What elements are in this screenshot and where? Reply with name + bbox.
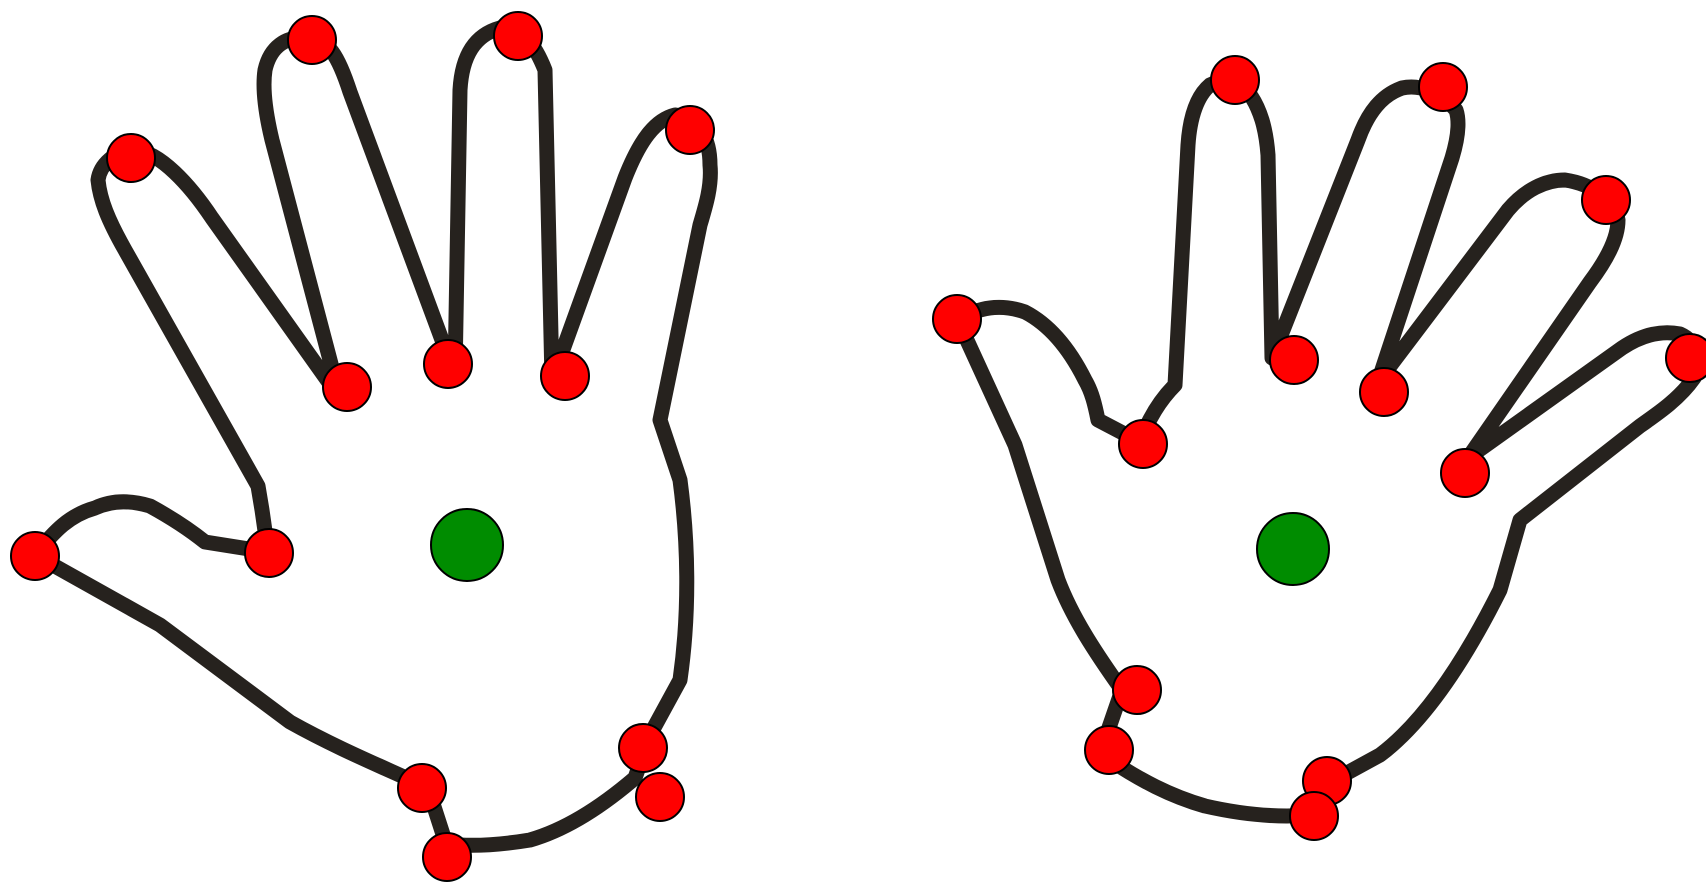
left-hand-landmark-point <box>494 12 542 60</box>
left-hand-landmark-point <box>107 134 155 182</box>
left-hand-landmark-point <box>288 16 336 64</box>
right-hand-landmark-point <box>1270 336 1318 384</box>
left-hand-landmark-point <box>541 352 589 400</box>
right-hand-landmark-point <box>1666 334 1706 382</box>
right-hand-landmark-point <box>1211 56 1259 104</box>
right-hand-landmark-point <box>1085 726 1133 774</box>
right-hand-landmark-point <box>1290 792 1338 840</box>
left-hand-landmark-point <box>619 724 667 772</box>
right-hand-landmark-point <box>1582 176 1630 224</box>
left-hand-landmark-point <box>423 833 471 881</box>
right-hand-landmark-point <box>1441 449 1489 497</box>
left-hand-landmark-point <box>323 363 371 411</box>
right-hand-landmark-point <box>1119 420 1167 468</box>
left-hand-landmark-point <box>11 532 59 580</box>
left-hand <box>11 12 714 881</box>
right-hand-landmark-point <box>1419 63 1467 111</box>
left-hand-landmark-point <box>245 529 293 577</box>
left-hand-landmark-point <box>424 340 472 388</box>
right-hand-center-marker <box>1257 513 1329 585</box>
right-hand-landmark-point <box>1360 368 1408 416</box>
right-hand <box>933 56 1706 840</box>
left-hand-landmark-point <box>398 764 446 812</box>
right-hand-landmark-point <box>933 295 981 343</box>
left-hand-landmark-point <box>636 773 684 821</box>
right-hand-landmark-point <box>1113 666 1161 714</box>
left-hand-center-marker <box>431 509 503 581</box>
left-hand-landmark-point <box>666 106 714 154</box>
